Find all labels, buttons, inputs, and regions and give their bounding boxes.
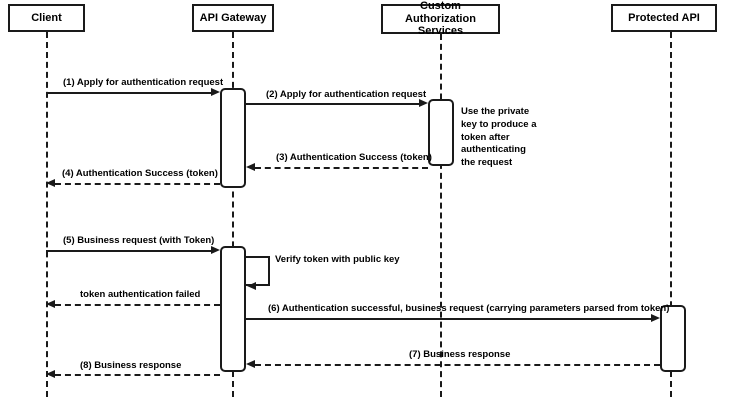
activation-bar-api-gateway-business — [220, 246, 246, 372]
message-label-5: (5) Business request (with Token) — [63, 235, 215, 246]
message-line-6 — [246, 318, 651, 320]
arrow-head-6 — [651, 313, 660, 322]
activation-bar-api-gateway-auth — [220, 88, 246, 188]
participant-label-client: Client — [31, 11, 62, 24]
arrow-head-5 — [211, 245, 220, 254]
self-message-loop-verify-token — [246, 256, 270, 286]
arrow-head-self-verify-token — [247, 281, 256, 290]
lifeline-custom-authorization-services — [440, 34, 442, 397]
message-line-5 — [46, 250, 211, 252]
participant-box-api-gateway[interactable]: API Gateway — [192, 4, 274, 32]
participant-label-protected-api: Protected API — [628, 11, 700, 24]
arrow-head-2 — [419, 98, 428, 107]
message-line-2 — [246, 103, 419, 105]
lifeline-protected-api — [670, 32, 672, 397]
arrow-head-3 — [246, 162, 255, 171]
arrow-head-1 — [211, 87, 220, 96]
message-line-token-auth-failed — [55, 304, 220, 306]
message-label-8: (8) Business response — [80, 360, 182, 371]
message-label-verify-token: Verify token with public key — [275, 254, 400, 265]
lifeline-api-gateway — [232, 32, 234, 397]
participant-label-custom-authorization-services: Custom Authorization Services — [405, 0, 476, 38]
note-private-key: Use the private key to produce a token a… — [461, 106, 537, 169]
participant-box-protected-api[interactable]: Protected API — [611, 4, 717, 32]
participant-box-custom-authorization-services[interactable]: Custom Authorization Services — [381, 0, 500, 37]
message-label-token-auth-failed: token authentication failed — [80, 289, 201, 300]
message-line-3 — [255, 167, 428, 169]
message-label-6: (6) Authentication successful, business … — [268, 303, 670, 314]
message-label-7: (7) Business response — [409, 349, 511, 360]
message-label-4: (4) Authentication Success (token) — [62, 168, 218, 179]
message-line-8 — [55, 374, 220, 376]
participant-box-client[interactable]: Client — [8, 4, 85, 32]
activation-bar-custom-authorization-services — [428, 99, 454, 166]
arrow-head-token-auth-failed — [46, 299, 55, 308]
message-label-3: (3) Authentication Success (token) — [276, 152, 432, 163]
message-line-4 — [55, 183, 220, 185]
message-label-1: (1) Apply for authentication request — [63, 77, 224, 88]
arrow-head-7 — [246, 359, 255, 368]
participant-label-api-gateway: API Gateway — [199, 11, 267, 24]
message-line-1 — [46, 92, 211, 94]
lifeline-client — [46, 32, 48, 397]
message-label-2: (2) Apply for authentication request — [266, 89, 427, 100]
activation-bar-protected-api — [660, 305, 686, 372]
arrow-head-4 — [46, 178, 55, 187]
arrow-head-8 — [46, 369, 55, 378]
message-line-7 — [255, 364, 660, 366]
